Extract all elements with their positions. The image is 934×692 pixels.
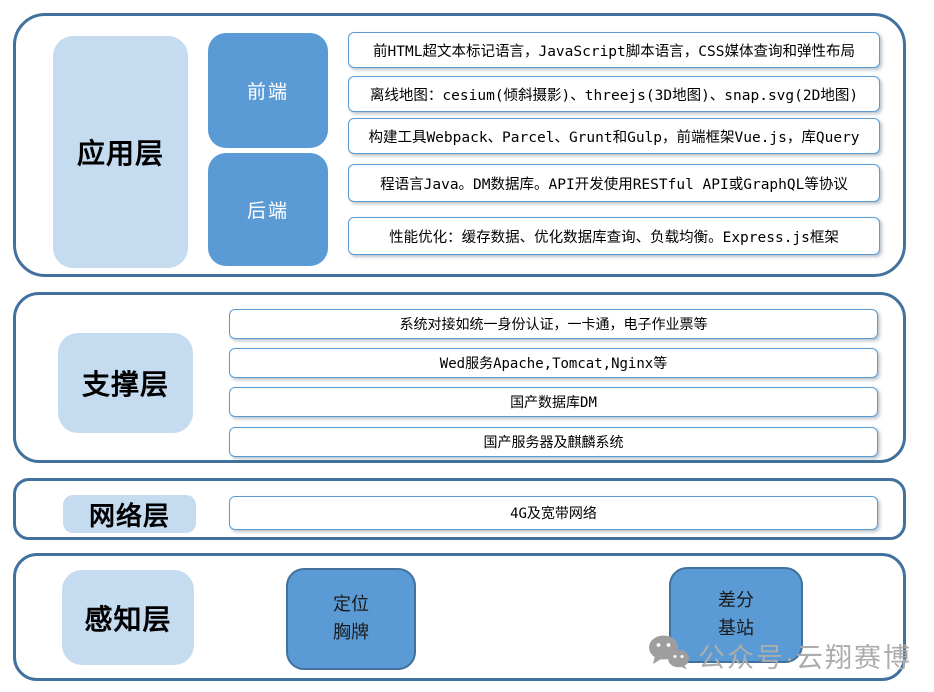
support-layer-label: 支撑层 <box>58 333 193 433</box>
support-layer-container: 支撑层 系统对接如统一身份认证，一卡通，电子作业票等 Wed服务Apache,T… <box>13 292 906 463</box>
positioning-badge-line2: 胸牌 <box>333 622 369 642</box>
watermark-text: 公众号·云翔赛博 <box>698 643 912 673</box>
app-row-performance: 性能优化：缓存数据、优化数据库查询、负载均衡。Express.js框架 <box>348 217 880 255</box>
app-layer-container: 应用层 前端 后端 前HTML超文本标记语言，JavaScript脚本语言，CS… <box>13 13 906 277</box>
network-layer-container: 网络层 4G及宽带网络 <box>13 478 906 540</box>
differential-base-station-line2: 基站 <box>718 618 754 638</box>
differential-base-station-block: 差分 基站 <box>669 567 803 663</box>
network-layer-label: 网络层 <box>63 495 196 533</box>
differential-base-station-line1: 差分 <box>718 590 754 611</box>
frontend-block: 前端 <box>208 33 328 148</box>
positioning-badge-block: 定位 胸牌 <box>286 568 416 670</box>
wechat-icon <box>648 634 698 677</box>
network-row-4g-broadband: 4G及宽带网络 <box>229 496 878 530</box>
watermark: 公众号·云翔赛博 <box>648 634 912 677</box>
perception-layer-container: 感知层 定位 胸牌 差分 基站 <box>13 553 906 681</box>
perception-layer-label: 感知层 <box>62 570 194 665</box>
support-row-system-integration: 系统对接如统一身份认证，一卡通，电子作业票等 <box>229 309 878 339</box>
backend-block: 后端 <box>208 153 328 266</box>
app-layer-label: 应用层 <box>53 36 188 268</box>
positioning-badge-line1: 定位 <box>333 594 369 615</box>
app-row-offline-maps: 离线地图：cesium(倾斜摄影)、threejs(3D地图)、snap.svg… <box>348 76 880 112</box>
support-row-domestic-database: 国产数据库DM <box>229 387 878 417</box>
support-row-web-services: Wed服务Apache,Tomcat,Nginx等 <box>229 348 878 378</box>
app-row-backend-stack: 程语言Java。DM数据库。API开发使用RESTful API或GraphQL… <box>348 164 880 202</box>
support-row-domestic-server: 国产服务器及麒麟系统 <box>229 427 878 457</box>
app-row-frontend-languages: 前HTML超文本标记语言，JavaScript脚本语言，CSS媒体查询和弹性布局 <box>348 32 880 68</box>
app-row-build-tools: 构建工具Webpack、Parcel、Grunt和Gulp，前端框架Vue.js… <box>348 118 880 154</box>
